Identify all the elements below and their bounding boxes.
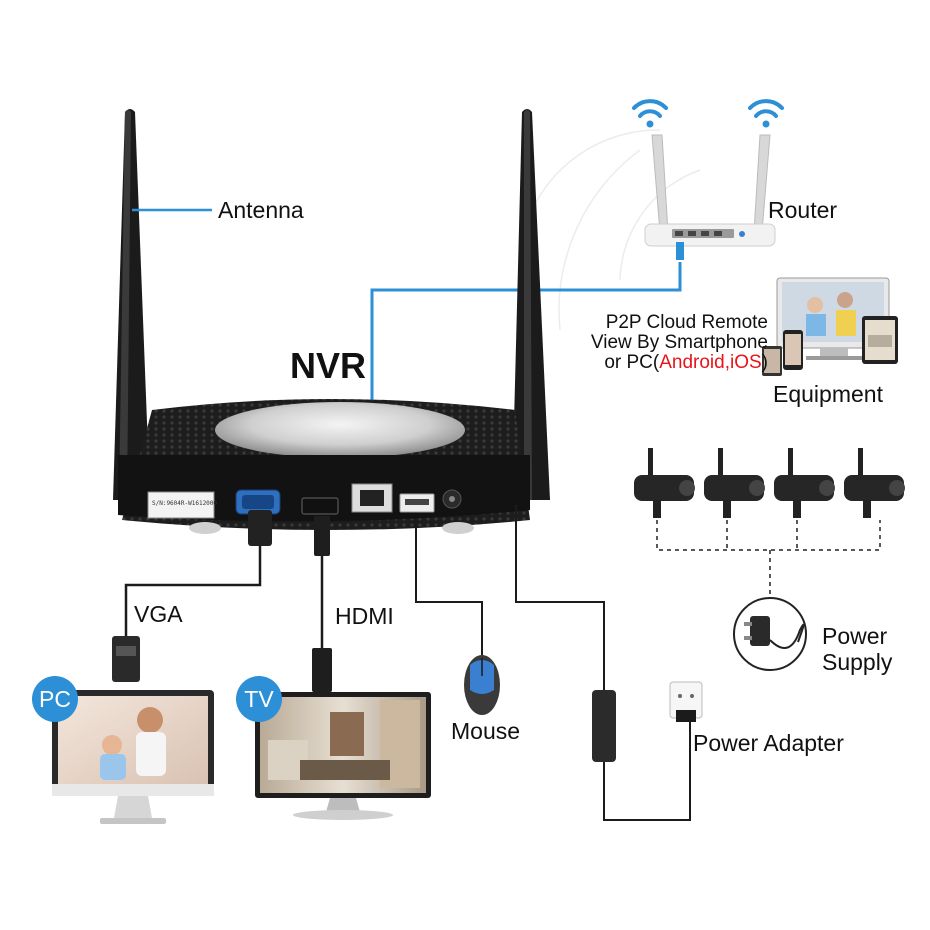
power-adapter-device — [592, 690, 616, 762]
vga-connector-top — [248, 510, 272, 546]
wifi-icon — [632, 99, 668, 128]
mouse-cable — [415, 520, 483, 655]
pc-monitor — [52, 690, 214, 824]
p2p-line-3: or PC(Android,iOS) — [591, 353, 768, 373]
p2p-line-2: View By Smartphone — [590, 332, 768, 353]
p2p-line-3-suffix: ) — [761, 352, 768, 373]
serial-number: S/N:9604R-W1612000 — [152, 500, 218, 507]
vga-cable — [124, 545, 262, 640]
power-plug-icon — [669, 681, 703, 722]
power-supply-line-1: Power — [822, 623, 888, 649]
vga-connector — [112, 636, 140, 682]
camera-4 — [844, 448, 905, 518]
router-label: Router — [768, 197, 838, 223]
wifi-icon — [748, 99, 784, 128]
hdmi-connector — [312, 648, 332, 692]
nvr-label: NVR — [290, 345, 367, 386]
power-supply-line-2: Supply — [822, 649, 893, 675]
pc-badge: PC — [32, 676, 78, 722]
hdmi-connector-top — [314, 516, 330, 556]
antenna-right — [512, 109, 550, 500]
power-supply-label: Power Supply — [822, 623, 892, 675]
power-cable — [515, 505, 691, 821]
hdmi-label: HDMI — [335, 603, 394, 629]
tv-screen — [255, 692, 431, 820]
camera-1 — [634, 448, 695, 518]
equipment-devices — [762, 277, 898, 376]
router-device — [644, 134, 776, 260]
p2p-line-1: P2P Cloud Remote — [605, 312, 768, 333]
p2p-description: P2P Cloud Remote View By Smartphone or P… — [591, 313, 768, 373]
mouse-device — [464, 655, 500, 715]
tv-badge: TV — [236, 676, 282, 722]
power-adapter-label: Power Adapter — [693, 730, 844, 756]
p2p-line-3-prefix: or PC( — [604, 352, 660, 373]
antenna-left — [113, 109, 150, 500]
camera-power-lines — [656, 520, 881, 600]
p2p-platforms: Android,iOS — [659, 352, 762, 373]
nvr-device — [118, 399, 530, 534]
camera-2 — [704, 448, 765, 518]
camera-3 — [774, 448, 835, 518]
power-supply-icon — [733, 597, 807, 671]
equipment-label: Equipment — [773, 381, 883, 407]
vga-label: VGA — [134, 601, 183, 627]
antenna-label: Antenna — [218, 197, 304, 223]
mouse-label: Mouse — [451, 718, 521, 744]
